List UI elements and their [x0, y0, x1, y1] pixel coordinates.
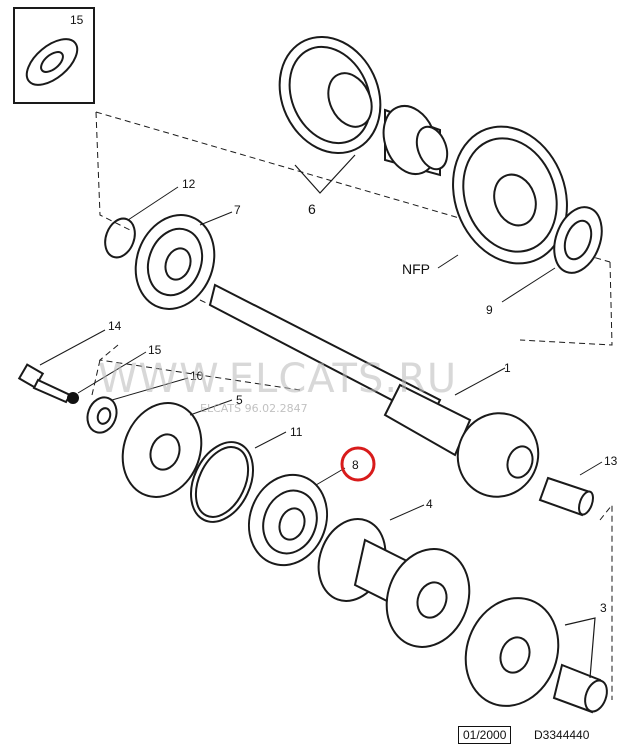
part-13-pin: [538, 476, 594, 517]
part-10-small-gear: [86, 396, 118, 434]
callout-10: 10: [190, 369, 204, 383]
part-9-bearing: [553, 206, 603, 274]
part-8-bearing: [247, 473, 329, 567]
watermark-main: WWW.ELCATS.RU: [98, 356, 457, 402]
part-1-main-shaft: [208, 283, 540, 498]
part-12-circlip: [104, 217, 136, 259]
callout-12: 12: [182, 177, 196, 191]
inset-part-15: 15: [13, 7, 95, 104]
callout-4: 4: [426, 497, 433, 511]
callout-1: 1: [504, 361, 511, 375]
callout-nfp: NFP: [402, 261, 430, 277]
part-3-gear-and-sleeve: [464, 597, 608, 714]
part-14-bolt: [17, 363, 72, 404]
highlight-part-8: 8: [340, 446, 376, 482]
callout-7: 7: [234, 203, 241, 217]
callout-15-inset: 15: [70, 13, 84, 27]
watermark-sub: ELCATS 96.02.2847: [200, 402, 308, 415]
callout-9: 9: [486, 303, 493, 317]
callout-13: 13: [604, 454, 618, 468]
callout-3: 3: [600, 601, 607, 615]
part-5-gear: [121, 402, 203, 498]
watermark: WWW.ELCATS.RU ELCATS 96.02.2847: [98, 356, 457, 415]
callout-8: 8: [352, 458, 359, 472]
footer-drawing-number: D3344440: [534, 728, 590, 742]
callout-14: 14: [108, 319, 122, 333]
callout-15: 15: [148, 343, 162, 357]
part-11-circlip: [190, 441, 254, 523]
part-6-callout: 6: [294, 154, 356, 217]
part-6-synchronizer: [278, 35, 449, 177]
part-nfp-gear: [452, 125, 568, 265]
callout-6: 6: [308, 201, 316, 217]
callout-11: 11: [290, 425, 303, 439]
part-4-double-gear: [317, 518, 471, 648]
callout-5: 5: [236, 393, 243, 407]
part-15-washer: [67, 392, 79, 404]
part-7-bearing: [134, 214, 216, 310]
footer-date-code: 01/2000: [458, 726, 512, 744]
